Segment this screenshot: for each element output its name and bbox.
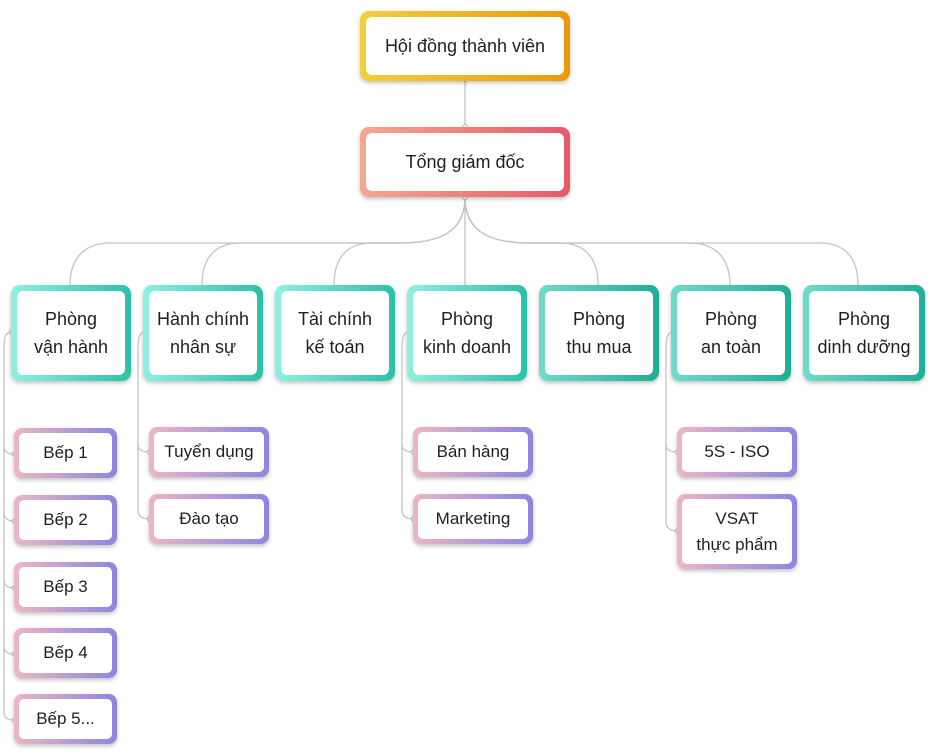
sub-label: Bán hàng	[436, 442, 510, 461]
sub-node-dao-tao[interactable]: Đào tạo	[149, 494, 269, 544]
dept-label-line2: thu mua	[566, 337, 632, 357]
link-ceo-dept-7	[464, 196, 859, 286]
dept-label-line1: Phòng	[572, 309, 626, 329]
sub-label: Tuyển dụng	[164, 442, 254, 461]
sub-label: Bếp 3	[43, 577, 88, 596]
sub-node-5s-iso[interactable]: 5S - ISO	[677, 427, 797, 477]
dept-label-line1: Phòng	[44, 309, 98, 329]
dept-label-line1: Tài chính	[297, 309, 373, 329]
dept-label-line2: kinh doanh	[422, 337, 512, 357]
dept-node-an-toan[interactable]: Phòng an toàn	[671, 285, 791, 381]
dept-node-tai-chinh[interactable]: Tài chính kế toán	[275, 285, 395, 381]
sub-node-vsat[interactable]: VSAT thực phẩm	[677, 494, 797, 569]
sub-node-bep-5[interactable]: Bếp 5...	[14, 694, 117, 744]
dept-label-line2: an toàn	[700, 337, 762, 357]
link-ceo-dept-3	[333, 196, 466, 286]
dept-label-line2: dinh dưỡng	[817, 337, 911, 357]
sub-label-line1: VSAT	[715, 508, 759, 528]
dept-node-kinh-doanh[interactable]: Phòng kinh doanh	[407, 285, 527, 381]
sub-label: Bếp 1	[43, 443, 88, 462]
dept-node-dinh-duong[interactable]: Phòng dinh dưỡng	[803, 285, 925, 381]
sub-label: Bếp 2	[43, 510, 88, 529]
dept-label-line1: Hành chính	[156, 309, 250, 329]
link-ceo-dept-5	[464, 196, 599, 286]
ceo-label: Tổng giám đốc	[405, 152, 525, 172]
dept-label-line2: nhân sự	[169, 337, 237, 357]
sub-node-bep-3[interactable]: Bếp 3	[14, 562, 117, 612]
dept-label-line1: Phòng	[440, 309, 494, 329]
dept-label-line2: kế toán	[305, 337, 365, 357]
link-kinhdoanh-spine	[401, 331, 415, 520]
dept-node-thu-mua[interactable]: Phòng thu mua	[539, 285, 659, 381]
link-ceo-dept-1	[69, 196, 466, 286]
sub-node-bep-4[interactable]: Bếp 4	[14, 628, 117, 678]
board-node[interactable]: Hội đồng thành viên	[360, 11, 570, 81]
sub-node-bep-2[interactable]: Bếp 2	[14, 495, 117, 545]
sub-label-line2: thực phẩm	[696, 534, 778, 554]
board-label: Hội đồng thành viên	[384, 36, 546, 56]
sub-label: Marketing	[435, 509, 511, 528]
sub-node-marketing[interactable]: Marketing	[413, 494, 533, 544]
sub-label: Bếp 5...	[36, 709, 95, 728]
dept-node-hanh-chinh[interactable]: Hành chính nhân sự	[143, 285, 263, 381]
dept-node-van-hanh[interactable]: Phòng vận hành	[11, 285, 131, 381]
dept-label-line1: Phòng	[704, 309, 758, 329]
sub-node-tuyen-dung[interactable]: Tuyển dụng	[149, 427, 269, 477]
link-antoan-spine	[665, 331, 679, 532]
dept-label-line1: Phòng	[837, 309, 891, 329]
ceo-node[interactable]: Tổng giám đốc	[360, 127, 570, 197]
sub-label: Đào tạo	[179, 509, 239, 528]
link-hanhchinh-spine	[137, 331, 151, 520]
link-vanhanh-spine	[3, 331, 15, 721]
dept-label-line2: vận hành	[33, 337, 109, 357]
sub-label: 5S - ISO	[704, 442, 770, 461]
sub-node-bep-1[interactable]: Bếp 1	[14, 428, 117, 478]
sub-label: Bếp 4	[43, 643, 88, 662]
sub-node-ban-hang[interactable]: Bán hàng	[413, 427, 533, 477]
